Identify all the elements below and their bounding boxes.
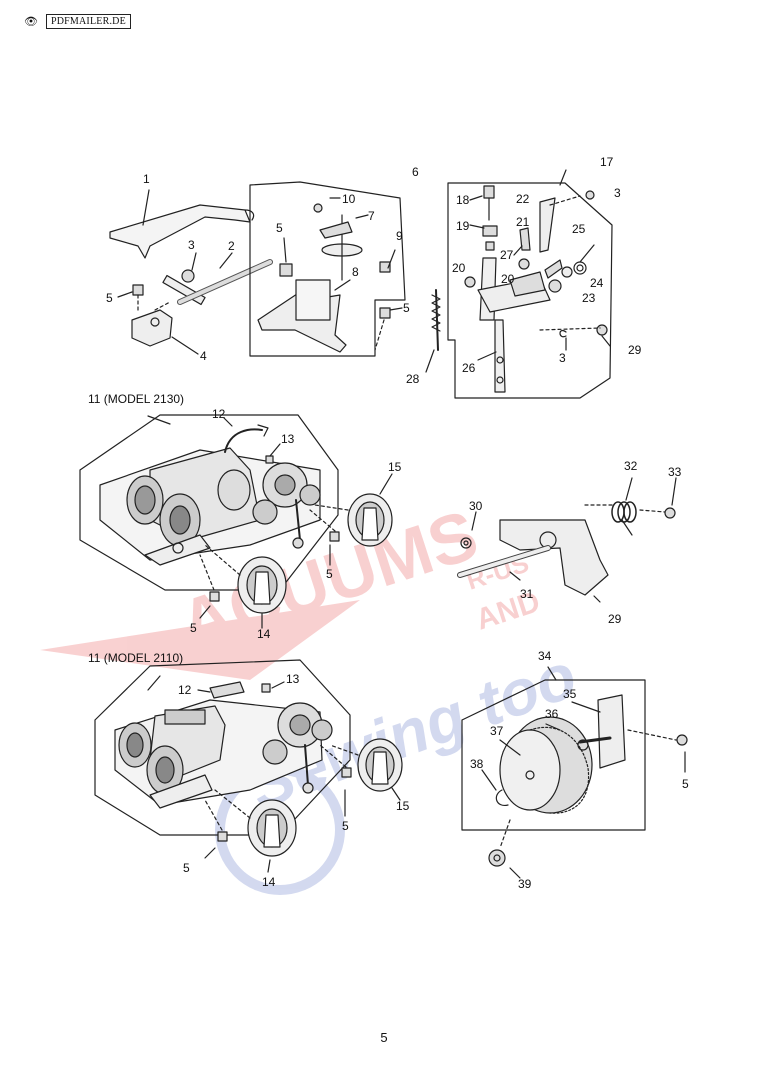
callout-24: 25 [572,222,586,236]
callout-22: 23 [582,291,596,305]
callout-15a: 15 [388,460,402,474]
callout-5b: 5 [276,221,283,235]
part-group-top-right [425,169,613,399]
callout-26: 27 [500,248,514,262]
callout-3: 3 [188,238,195,252]
callout-2: 2 [228,239,235,253]
callout-28: 29 [628,343,642,357]
callout-1: 1 [143,172,150,186]
callout-23: 24 [590,276,604,290]
callout-6: 6 [412,165,419,179]
callout-36: 36 [545,707,559,721]
callout-13a: 13 [281,432,295,446]
callout-5: 5 [106,291,113,305]
callout-7: 7 [368,209,375,223]
callout-14a: 14 [257,627,271,641]
pdfmailer-badge: PDFMAILER.DE [45,14,131,29]
part-group-top-left [109,189,273,355]
part-group-34-39 [461,666,688,879]
part-group-29-33 [457,477,677,603]
callout-31: 31 [520,587,534,601]
callout-3c: 3 [559,351,566,365]
callout-19a: 20 [452,261,466,275]
callout-14b: 14 [262,875,276,889]
part-group-top-middle [249,181,406,357]
callout-25: 26 [462,361,476,375]
model-2130-title: 11 (MODEL 2130) [88,392,184,406]
callout-29: 29 [608,612,622,626]
callout-5d: 5 [190,621,197,635]
callout-12a: 12 [212,407,226,421]
callout-20: 21 [516,215,530,229]
eye-icon: 👁 [24,15,38,28]
callout-3b: 3 [614,186,621,200]
part-group-model-2130 [79,414,393,629]
callout-5f: 5 [183,861,190,875]
callout-37: 37 [490,724,504,738]
callout-5c: 5 [403,301,410,315]
callout-labels: 1 2 3 4 5 6 7 8 9 10 5 5 17 18 19 20 20 … [88,155,689,891]
callout-19b: 20 [501,272,515,286]
callout-30: 30 [469,499,483,513]
callout-5g: 5 [342,819,349,833]
callout-5h: 5 [682,777,689,791]
document-header: 👁 PDFMAILER.DE [24,14,131,29]
callout-18: 19 [456,219,470,233]
callout-15b: 15 [396,799,410,813]
callout-39: 39 [518,877,532,891]
watermark: ACUUMS R-US AND Sewing too [40,495,586,895]
callout-33: 33 [668,465,682,479]
model-2110-title: 11 (MODEL 2110) [88,651,183,665]
callout-4: 4 [200,349,207,363]
callout-21: 22 [516,192,530,206]
callout-32: 32 [624,459,638,473]
callout-12b: 12 [178,683,192,697]
callout-34: 34 [538,649,552,663]
callout-17: 18 [456,193,470,207]
callout-10: 10 [342,192,356,206]
callout-38: 38 [470,757,484,771]
part-group-model-2110 [94,659,403,873]
callout-5e: 5 [326,567,333,581]
callout-13b: 13 [286,672,300,686]
callout-27: 28 [406,372,420,386]
callout-35: 35 [563,687,577,701]
callout-8: 8 [352,265,359,279]
callout-9: 9 [396,229,403,243]
callout-16: 17 [600,155,614,169]
page-number: 5 [380,1030,388,1045]
